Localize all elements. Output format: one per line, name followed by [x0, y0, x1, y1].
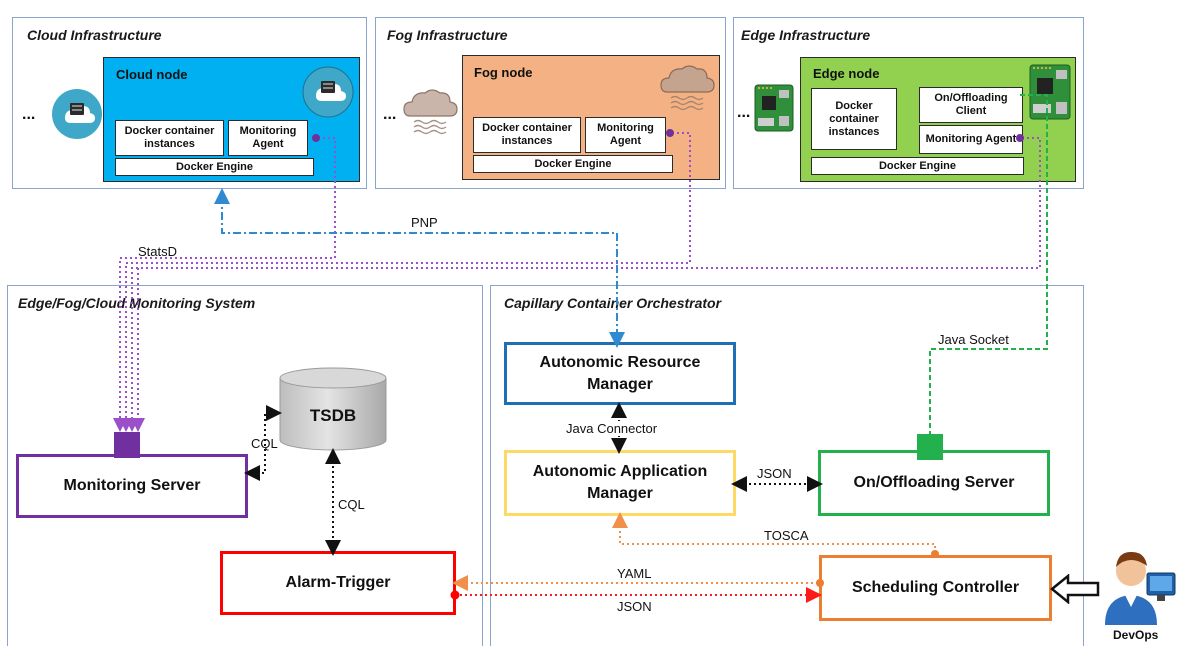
- monitoring-server-port: [114, 432, 140, 458]
- statsd-label: StatsD: [138, 244, 178, 259]
- cloud-ellipsis: ...: [22, 106, 36, 123]
- java-socket-label: Java Socket: [938, 332, 1009, 347]
- cloud-infrastructure-panel: Cloud Infrastructure ... Cloud node Dock…: [12, 17, 367, 189]
- tosca-label: TOSCA: [764, 528, 809, 543]
- monitoring-server: Monitoring Server: [16, 454, 248, 518]
- autonomic-resource-manager: Autonomic Resource Manager: [504, 342, 736, 405]
- fog-cloud-icon: [402, 86, 458, 136]
- autonomic-application-manager: Autonomic Application Manager: [504, 450, 736, 516]
- cloud-docker-instances: Docker container instances: [115, 120, 224, 156]
- orchestrator-title: Capillary Container Orchestrator: [504, 295, 722, 311]
- edge-offloading-client: On/Offloading Client: [919, 87, 1023, 123]
- tsdb-label: TSDB: [309, 406, 357, 425]
- fog-infrastructure-panel: Fog Infrastructure ... Fog node Docker c…: [375, 17, 726, 189]
- monitoring-system-title: Edge/Fog/Cloud Monitoring System: [18, 295, 256, 311]
- edge-node-raspberry-pi-icon: [1027, 62, 1073, 122]
- fog-infrastructure-title: Fog Infrastructure: [387, 27, 508, 43]
- fog-node-title: Fog node: [474, 65, 533, 80]
- edge-node-title: Edge node: [813, 66, 880, 81]
- tsdb-database: TSDB: [277, 366, 389, 452]
- fog-node: Fog node Docker container instances Moni…: [462, 55, 720, 180]
- raspberry-pi-icon: [752, 82, 796, 134]
- edge-docker-engine: Docker Engine: [811, 157, 1024, 175]
- scheduling-controller: Scheduling Controller: [819, 555, 1052, 621]
- fog-docker-engine: Docker Engine: [473, 155, 673, 173]
- alarm-trigger: Alarm-Trigger: [220, 551, 456, 615]
- fog-docker-instances: Docker container instances: [473, 117, 581, 153]
- cloud-monitoring-agent: Monitoring Agent: [228, 120, 308, 156]
- edge-node: Edge node Docker container instances On/…: [800, 57, 1076, 182]
- edge-docker-instances: Docker container instances: [811, 88, 897, 150]
- offloading-server: On/Offloading Server: [818, 450, 1050, 516]
- cloud-node-title: Cloud node: [116, 67, 188, 82]
- cloud-server-icon: [51, 88, 103, 140]
- cloud-infrastructure-title: Cloud Infrastructure: [27, 27, 162, 43]
- edge-monitoring-agent: Monitoring Agent: [919, 125, 1023, 154]
- cql-tsdb-alarm-label: CQL: [338, 497, 365, 512]
- devops-input-arrow: [1050, 573, 1100, 605]
- fog-ellipsis: ...: [383, 106, 397, 123]
- yaml-label: YAML: [617, 566, 652, 581]
- edge-ellipsis: ...: [737, 104, 751, 121]
- devops-label: DevOps: [1113, 628, 1159, 642]
- java-connector-label: Java Connector: [564, 421, 660, 436]
- edge-infrastructure-panel: Edge Infrastructure ... Edge node Docker…: [733, 17, 1084, 189]
- pnp-label: PNP: [411, 215, 438, 230]
- edge-infrastructure-title: Edge Infrastructure: [741, 27, 871, 43]
- fog-monitoring-agent: Monitoring Agent: [585, 117, 666, 153]
- cql-server-tsdb-label: CQL: [251, 436, 278, 451]
- json-app-offload-label: JSON: [757, 466, 792, 481]
- cloud-docker-engine: Docker Engine: [115, 158, 314, 176]
- json-alarm-sched-label: JSON: [617, 599, 652, 614]
- cloud-node-server-icon: [302, 66, 354, 118]
- devops-person-icon: [1099, 545, 1179, 625]
- offloading-server-port: [917, 434, 943, 460]
- cloud-node: Cloud node Docker container instances Mo…: [103, 57, 360, 182]
- fog-node-cloud-icon: [659, 62, 715, 112]
